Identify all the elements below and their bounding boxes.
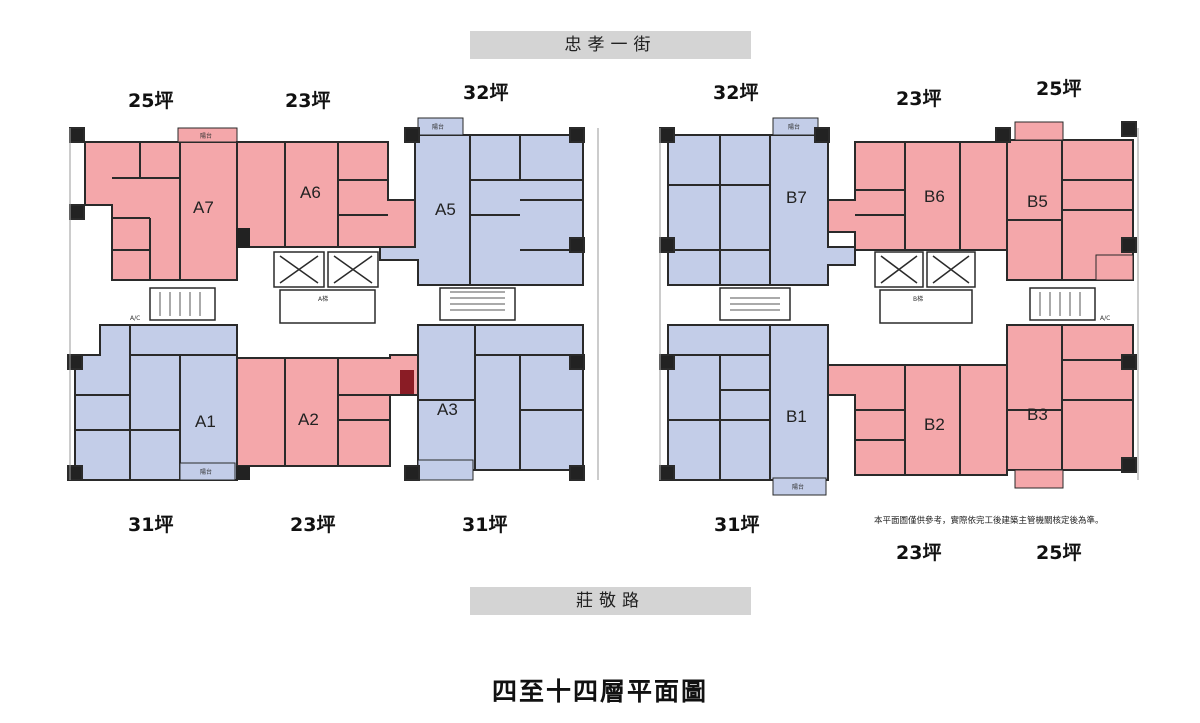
unit-id-b6: B6 (924, 187, 945, 206)
disclaimer-note: 本平面圖僅供參考，實際依完工後建築主管機關核定後為準。 (874, 516, 1104, 526)
core-b (719, 251, 1096, 324)
size-label-a7: 25坪 (128, 90, 174, 112)
unit-a6 (236, 141, 416, 248)
balcony-label-a7: 陽台 (200, 132, 212, 140)
unit-b7-area (667, 134, 856, 286)
unit-a7 (69, 127, 238, 281)
elevator-label-a: A梯 (318, 295, 328, 303)
balcony-label-a1: 陽台 (200, 468, 212, 476)
unit-id-a5: A5 (435, 200, 456, 219)
street-name-bottom: 莊敬路 (470, 587, 751, 615)
unit-b2 (827, 364, 1008, 476)
balcony-label-b1: 陽台 (792, 483, 804, 491)
lobby-b (879, 289, 973, 324)
balcony-a1 (179, 462, 236, 481)
balcony-label-a5: 陽台 (432, 123, 444, 131)
size-label-a6: 23坪 (285, 90, 331, 112)
size-label-b1: 31坪 (714, 514, 760, 536)
elevator-label-b: B梯 (913, 295, 923, 303)
unit-id-a3: A3 (437, 400, 458, 419)
balcony-b5-2 (1095, 254, 1134, 281)
unit-id-a6: A6 (300, 183, 321, 202)
balcony-b5 (1014, 121, 1064, 141)
size-label-a1: 31坪 (128, 514, 174, 536)
unit-id-b3: B3 (1027, 405, 1048, 424)
unit-b7 (659, 117, 856, 286)
unit-a3 (404, 324, 585, 481)
balcony-label-b7: 陽台 (788, 123, 800, 131)
unit-a7-area (84, 141, 238, 281)
size-label-b6: 23坪 (896, 88, 942, 110)
unit-id-b1: B1 (786, 407, 807, 426)
unit-a1-area (74, 324, 238, 481)
unit-a2 (236, 354, 419, 480)
unit-a6-area (236, 141, 416, 248)
core-a (149, 251, 516, 324)
balcony-b7 (772, 117, 819, 136)
size-label-b2: 23坪 (896, 542, 942, 564)
unit-id-b2: B2 (924, 415, 945, 434)
unit-id-b5: B5 (1027, 192, 1048, 211)
unit-b5 (995, 121, 1137, 281)
balcony-a7 (177, 127, 238, 143)
unit-id-b7: B7 (786, 188, 807, 207)
balcony-b1 (772, 477, 827, 496)
unit-a5-area (379, 134, 584, 286)
unit-a3-area (417, 324, 584, 471)
floor-plan-title: 四至十四層平面圖 (491, 677, 708, 706)
size-label-a5: 32坪 (463, 82, 509, 104)
unit-id-a7: A7 (193, 198, 214, 217)
balcony-a3 (417, 459, 474, 481)
size-label-b5: 25坪 (1036, 78, 1082, 100)
size-label-b3: 25坪 (1036, 542, 1082, 564)
unit-b1 (659, 324, 829, 496)
balcony-b3 (1014, 469, 1064, 489)
street-name-top: 忠孝一街 (470, 31, 751, 59)
unit-a5 (379, 117, 585, 286)
unit-b2-area (827, 364, 1008, 476)
stair-b-2 (1029, 287, 1096, 321)
unit-b6 (827, 141, 1008, 251)
lobby-a (279, 289, 376, 324)
unit-b1-area (667, 324, 829, 481)
unit-id-a2: A2 (298, 410, 319, 429)
unit-a1 (67, 324, 238, 481)
ac-label-b: A/C (1100, 315, 1110, 322)
size-label-a2: 23坪 (290, 514, 336, 536)
unit-id-a1: A1 (195, 412, 216, 431)
unit-b3 (1006, 324, 1137, 489)
size-label-a3: 31坪 (462, 514, 508, 536)
unit-b3-area (1006, 324, 1134, 471)
unit-a2-area (236, 354, 419, 467)
unit-b6-area (827, 141, 1008, 251)
balcony-a5 (417, 117, 464, 136)
stair-a-1 (149, 287, 216, 321)
ac-label-a: A/C (130, 315, 140, 322)
size-label-b7: 32坪 (713, 82, 759, 104)
